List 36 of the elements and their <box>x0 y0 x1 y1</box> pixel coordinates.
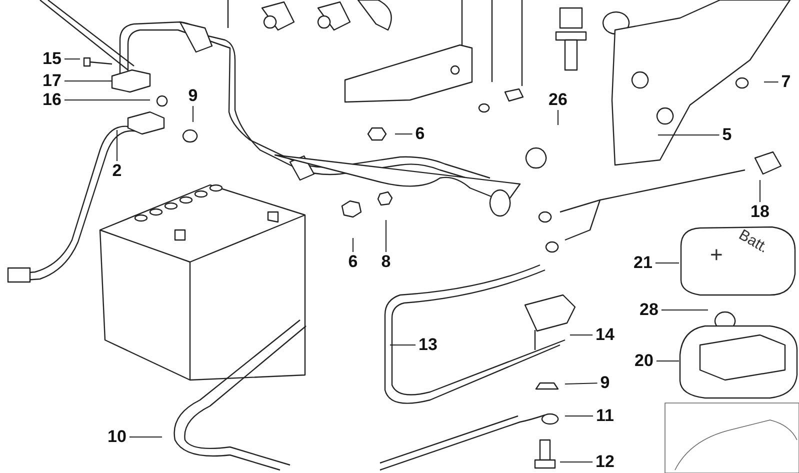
leader-line <box>64 58 80 60</box>
leader-line <box>64 80 112 82</box>
callout-number: 12 <box>594 453 616 471</box>
callout-number: 8 <box>380 253 392 271</box>
callout-number: 26 <box>548 91 568 109</box>
leader-line <box>658 134 720 136</box>
leader-line <box>564 382 598 384</box>
leader-line <box>128 436 162 438</box>
callout-number: 9 <box>599 374 611 392</box>
callout-number: 6 <box>414 125 426 143</box>
callout-number: 5 <box>721 126 733 144</box>
callout-number: 15 <box>42 50 62 68</box>
leader-line <box>352 238 354 252</box>
callout-number: 17 <box>42 72 62 90</box>
callout-number: 14 <box>594 326 616 344</box>
callout-number: 6 <box>347 253 359 271</box>
polarity-mark: + <box>710 244 723 266</box>
callout-number: 16 <box>42 91 62 109</box>
callout-number: 13 <box>418 336 438 354</box>
leader-line <box>656 360 680 362</box>
leader-line <box>116 130 118 162</box>
callout-number: 2 <box>111 162 123 180</box>
leader-line <box>192 106 194 122</box>
callout-number: 28 <box>638 301 660 319</box>
callout-number: 11 <box>595 407 615 425</box>
callout-number: 18 <box>750 203 770 221</box>
callout-number: 20 <box>634 352 654 370</box>
terminal-cap <box>680 226 796 296</box>
leader-line <box>390 344 416 346</box>
callout-number: 7 <box>780 73 792 91</box>
leader-line <box>570 334 594 336</box>
callout-number: 10 <box>106 428 128 446</box>
cap-inscription: Batt. <box>736 227 771 256</box>
callout-number: 21 <box>632 254 654 272</box>
leader-line <box>654 262 680 264</box>
callout-number: 9 <box>187 87 199 105</box>
